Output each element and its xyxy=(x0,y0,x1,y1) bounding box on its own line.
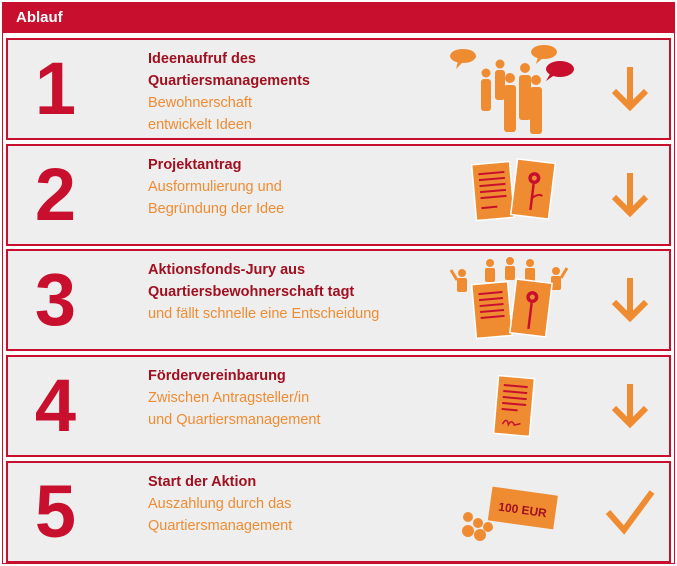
step-text: Start der Aktion Auszahlung durch das Qu… xyxy=(148,471,438,537)
panel-header: Ablauf xyxy=(3,3,674,33)
step-number: 3 xyxy=(34,258,77,341)
arrow-down-icon xyxy=(604,274,656,326)
money-coins-icon: 100 EUR xyxy=(438,465,578,559)
step-4: 4 Fördervereinbarung Zwischen Antragstel… xyxy=(6,355,671,457)
people-speech-bubbles-icon xyxy=(438,42,578,136)
arrow-down-icon xyxy=(604,380,656,432)
step-1: 1 Ideenaufruf des Quartiersmanagements B… xyxy=(6,38,671,140)
step-desc-line: Auszahlung durch das xyxy=(148,496,292,512)
step-title-line: Aktionsfonds-Jury aus xyxy=(148,262,306,278)
step-number: 5 xyxy=(34,470,77,553)
step-text: Projektantrag Ausformulierung und Begrün… xyxy=(148,154,438,220)
step-desc-line: Quartiersmanagement xyxy=(148,518,293,534)
step-number: 4 xyxy=(34,364,77,447)
step-title-line: Quartiersmanagements xyxy=(148,73,310,89)
step-title-line: Ideenaufruf des xyxy=(148,51,256,67)
step-text: Fördervereinbarung Zwischen Antragstelle… xyxy=(148,365,438,431)
step-title-line: Fördervereinbarung xyxy=(148,368,286,384)
signed-contract-icon xyxy=(438,359,578,453)
banknote-label: 100 EUR xyxy=(497,500,547,521)
jury-documents-icon xyxy=(438,253,578,347)
step-title-line: Projektantrag xyxy=(148,157,242,173)
arrow-down-icon xyxy=(604,63,656,115)
arrow-down-icon xyxy=(604,169,656,221)
step-desc-line: und fällt schnelle eine Entscheidung xyxy=(148,306,380,322)
step-text: Aktionsfonds-Jury aus Quartiersbewohners… xyxy=(148,259,438,325)
step-title-line: Start der Aktion xyxy=(148,474,257,490)
step-title-line: Quartiersbewohnerschaft tagt xyxy=(148,284,355,300)
step-desc-line: entwickelt Ideen xyxy=(148,117,252,133)
step-desc-line: Begründung der Idee xyxy=(148,201,285,217)
step-text: Ideenaufruf des Quartiersmanagements Bew… xyxy=(148,48,438,136)
documents-flower-icon xyxy=(438,148,578,242)
step-desc-line: Zwischen Antragsteller/in xyxy=(148,390,310,406)
step-desc-line: Ausformulierung und xyxy=(148,179,282,195)
step-desc-line: Bewohnerschaft xyxy=(148,95,252,111)
checkmark-icon xyxy=(604,486,656,538)
step-number: 2 xyxy=(34,153,77,236)
step-desc-line: und Quartiersmanagement xyxy=(148,412,321,428)
step-number: 1 xyxy=(34,47,77,130)
step-3: 3 Aktionsfonds-Jury aus Quartiersbewohne… xyxy=(6,249,671,351)
step-5: 5 Start der Aktion Auszahlung durch das … xyxy=(6,461,671,563)
step-2: 2 Projektantrag Ausformulierung und Begr… xyxy=(6,144,671,246)
